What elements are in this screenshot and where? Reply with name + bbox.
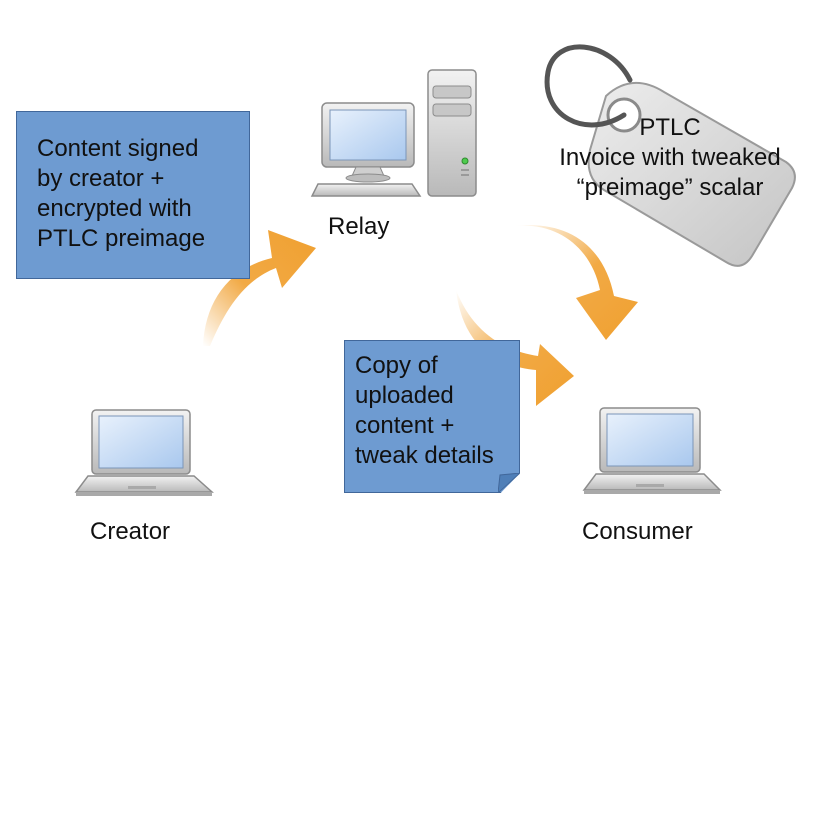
creator-label: Creator xyxy=(90,518,171,545)
relay-copy-note: Copy of uploaded content + tweak details xyxy=(344,340,520,493)
arrow-copy-to-consumer xyxy=(456,290,574,406)
note-fold-corner xyxy=(498,473,520,493)
creator-note-line: encrypted with xyxy=(37,195,192,222)
arrow-relay-to-consumer xyxy=(515,225,638,340)
ptlc-invoice-label: PTLC Invoice with tweaked “preimage” sca… xyxy=(540,113,800,203)
relay-note-line: uploaded xyxy=(355,382,454,409)
tag-line: “preimage” scalar xyxy=(576,174,764,201)
price-tag-icon xyxy=(544,44,796,267)
tag-line: PTLC xyxy=(639,114,701,141)
relay-label: Relay xyxy=(328,213,390,240)
creator-note: Content signed by creator + encrypted wi… xyxy=(16,111,250,279)
laptop-icon xyxy=(582,407,722,494)
relay-note-line: Copy of xyxy=(355,352,438,379)
desktop-computer-icon xyxy=(310,69,477,197)
creator-note-line: by creator + xyxy=(37,165,165,192)
arrow-creator-to-relay xyxy=(203,230,316,346)
relay-note-line: content + xyxy=(355,412,455,439)
tag-line: Invoice with tweaked xyxy=(559,144,781,171)
laptop-icon xyxy=(74,409,214,496)
consumer-label: Consumer xyxy=(582,518,693,545)
relay-note-line: tweak details xyxy=(355,442,494,469)
creator-note-line: Content signed xyxy=(37,135,199,162)
creator-note-line: PTLC preimage xyxy=(37,225,206,252)
